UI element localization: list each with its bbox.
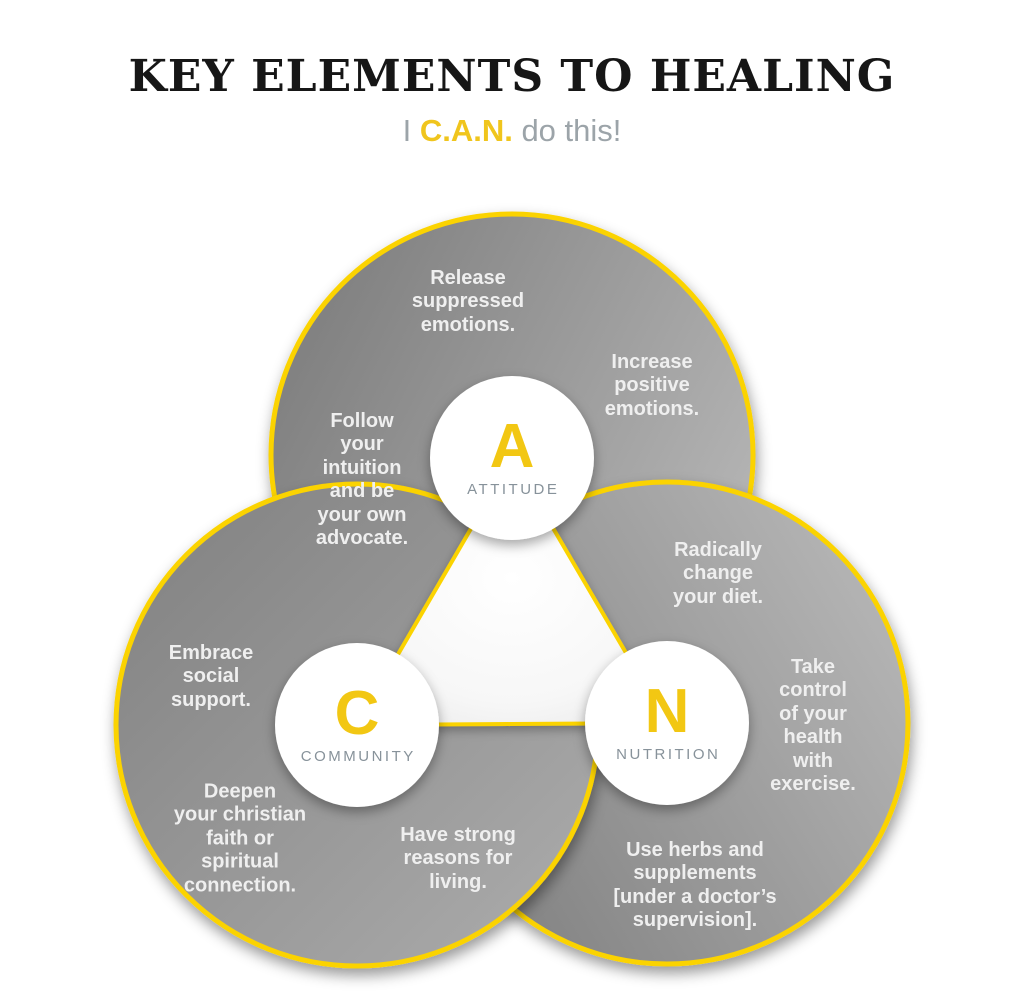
subtitle-prefix: I bbox=[402, 113, 420, 149]
note-community-social-support: Embrace social support. bbox=[168, 641, 254, 711]
note-nutrition-change-diet: Radically change your diet. bbox=[672, 538, 763, 608]
header: KEY ELEMENTS TO HEALING I C.A.N. do this… bbox=[0, 0, 1024, 148]
hub-nutrition: N NUTRITION bbox=[585, 641, 749, 805]
hub-community-label: COMMUNITY bbox=[300, 748, 416, 766]
hub-circle-nutrition bbox=[585, 641, 749, 805]
hub-nutrition-label: NUTRITION bbox=[616, 746, 721, 764]
page-subtitle: I C.A.N. do this! bbox=[0, 114, 1024, 148]
center-triangle bbox=[355, 456, 669, 727]
note-attitude-increase-emotions: Increase positive emotions. bbox=[604, 350, 700, 420]
hub-community-letter: C bbox=[334, 678, 380, 748]
hub-attitude: A ATTITUDE bbox=[430, 376, 594, 540]
subtitle-suffix: do this! bbox=[512, 113, 622, 149]
hub-attitude-label: ATTITUDE bbox=[467, 481, 560, 499]
note-attitude-release-emotions: Release suppressed emotions. bbox=[411, 266, 525, 336]
hub-attitude-letter: A bbox=[489, 411, 535, 481]
note-nutrition-herbs-supplements: Use herbs and supplements [under a docto… bbox=[613, 839, 777, 932]
note-community-reasons-living: Have strong reasons for living. bbox=[400, 823, 516, 893]
subtitle-acronym: C.A.N. bbox=[419, 113, 513, 149]
note-nutrition-exercise: Take control of your health with exercis… bbox=[770, 655, 856, 795]
hub-circle-attitude bbox=[430, 376, 594, 540]
page-title: KEY ELEMENTS TO HEALING bbox=[128, 51, 896, 102]
note-attitude-follow-intuition: Follow your intuition and be your own ad… bbox=[315, 409, 409, 549]
hub-nutrition-letter: N bbox=[644, 676, 690, 746]
note-community-faith-connection: Deepen your christian faith or spiritual… bbox=[173, 780, 307, 897]
hub-community: C COMMUNITY bbox=[275, 643, 439, 807]
hub-circle-community bbox=[275, 643, 439, 807]
